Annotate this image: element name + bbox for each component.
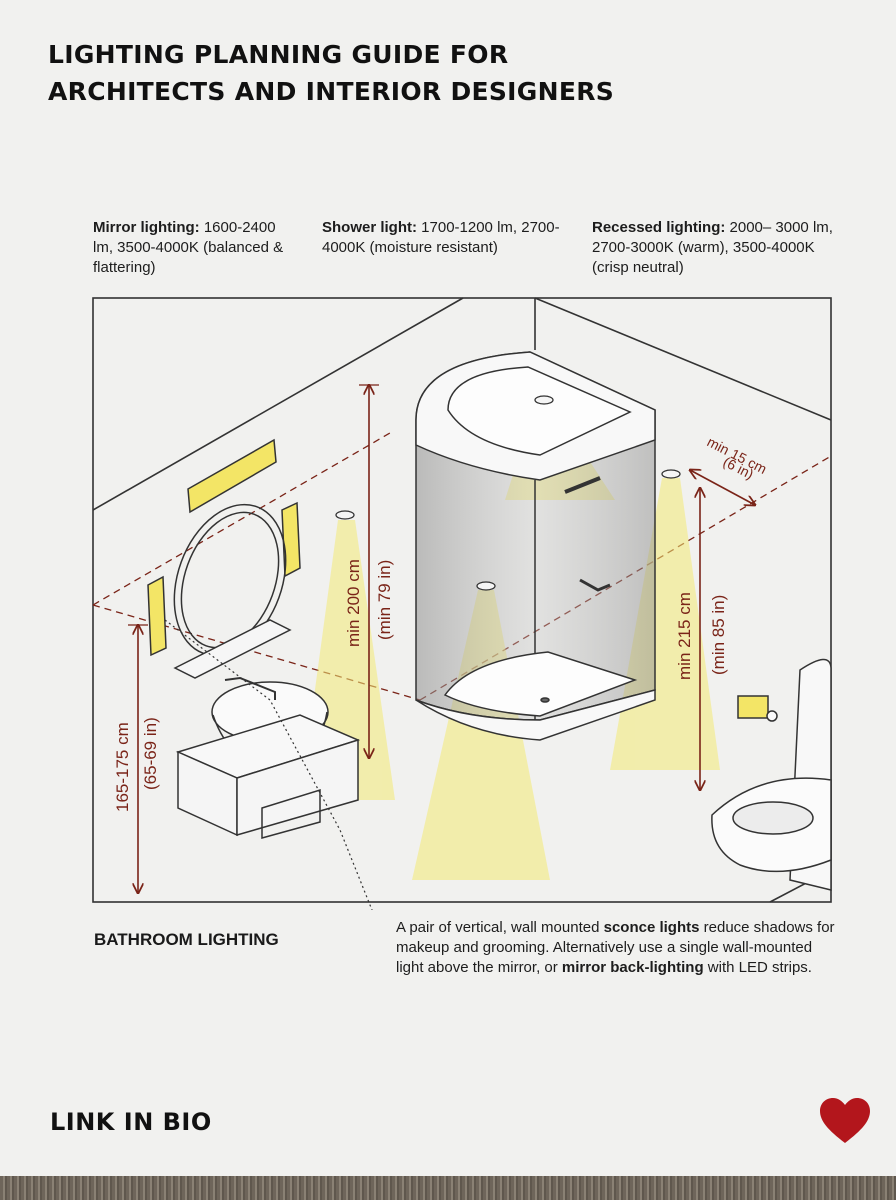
link-in-bio[interactable]: LINK IN BIO [50, 1108, 212, 1136]
spec-text: 1600-2400 lm, 3500-4000K (balanced & fla… [93, 219, 284, 276]
shower-enclosure [415, 351, 656, 741]
spec-label: Recessed lighting: [592, 219, 726, 236]
carpet-background [0, 1176, 896, 1200]
spec-label: Mirror lighting: [93, 219, 200, 236]
sconce-note: A pair of vertical, wall mounted sconce … [396, 918, 836, 978]
toilet [711, 658, 832, 891]
vanity-fixtures [147, 438, 361, 839]
room-outline [92, 297, 832, 903]
heart-icon[interactable] [818, 1096, 872, 1146]
bathroom-diagram: 165-175 cm (65-69 in) min 200 cm (min 79… [92, 297, 832, 910]
note-text: with LED strips. [703, 959, 812, 976]
dim-right-cm: min 215 cm [675, 592, 694, 680]
dim-mid-cm: min 200 cm [344, 559, 363, 647]
dim-mid-in: (min 79 in) [375, 560, 394, 640]
dim-right-in: (min 85 in) [709, 595, 728, 675]
title-line-2: ARCHITECTS AND INTERIOR DESIGNERS [48, 77, 615, 106]
spec-text: 1700-1200 lm, 2700-4000K (moisture resis… [322, 219, 560, 256]
note-bold-backlighting: mirror back-lighting [561, 959, 704, 976]
downlights [335, 395, 681, 591]
dim-left-in: (65-69 in) [141, 717, 160, 790]
spec-text: 2000– 3000 lm, 2700-3000K (warm), 3500-4… [592, 219, 833, 276]
note-text: A pair of vertical, wall mounted [396, 919, 604, 936]
note-bold-sconce: sconce lights [603, 919, 700, 936]
note-text: reduce shadows for makeup and grooming. … [396, 919, 835, 976]
recessed-lighting-spec: Recessed lighting: 2000– 3000 lm, 2700-3… [592, 218, 842, 278]
dimension-ticks [128, 384, 379, 626]
dim-left-cm: 165-175 cm [113, 722, 132, 812]
mirror-lighting-spec: Mirror lighting: 1600-2400 lm, 3500-4000… [93, 218, 293, 278]
title-line-1: LIGHTING PLANNING GUIDE FOR [48, 40, 509, 69]
dashed-guides [92, 432, 832, 701]
dimension-arrows [138, 385, 755, 893]
page-title: LIGHTING PLANNING GUIDE FOR ARCHITECTS A… [48, 36, 614, 110]
spec-label: Shower light: [322, 219, 417, 236]
section-label: BATHROOM LIGHTING [94, 930, 279, 949]
shower-light-spec: Shower light: 1700-1200 lm, 2700-4000K (… [322, 218, 562, 258]
